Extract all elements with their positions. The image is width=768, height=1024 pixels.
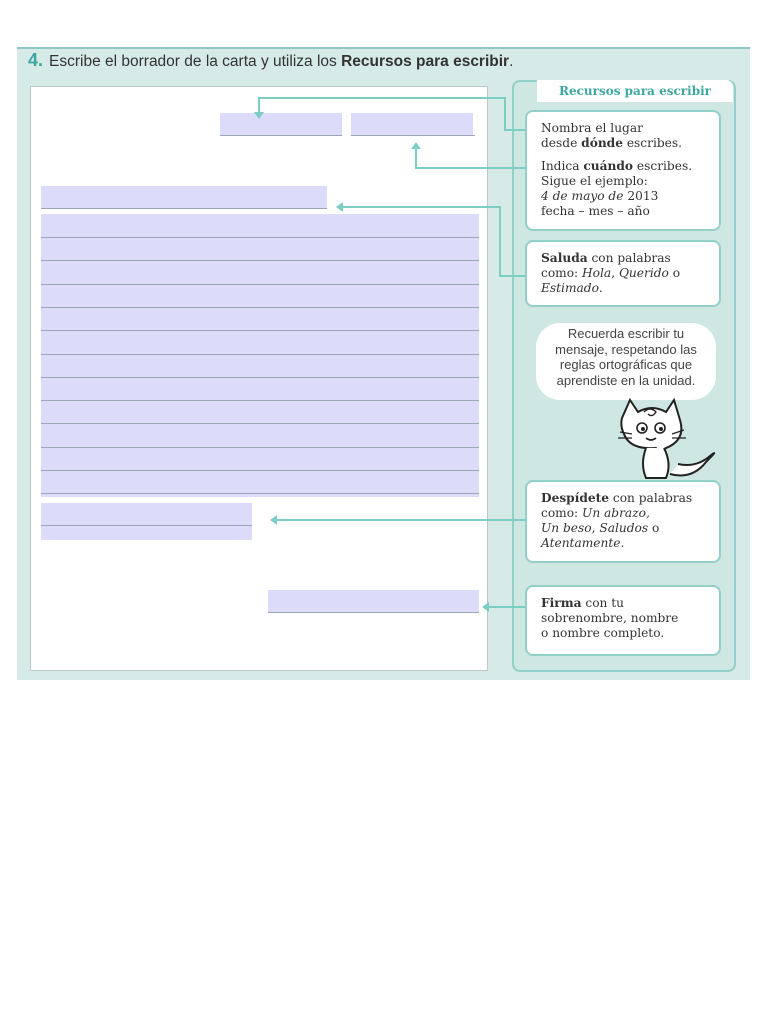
top-rule xyxy=(17,47,750,49)
instruction: 4. Escribe el borrador de la carta y util… xyxy=(28,50,513,71)
arrow-date xyxy=(415,148,525,169)
date-line-2: Sigue el ejemplo: xyxy=(541,174,648,188)
arrow-place xyxy=(258,97,525,131)
message-line xyxy=(41,423,479,425)
instruction-text: Escribe el borrador de la carta y utiliz… xyxy=(49,53,342,70)
farewell-line-1: Despídete con palabras xyxy=(541,491,693,505)
message-line xyxy=(41,283,479,285)
place-line-1: Nombra el lugar xyxy=(541,121,643,135)
greeting-line-1: Saluda con palabras xyxy=(541,251,671,265)
signature-line xyxy=(268,612,479,613)
signature-line-2: sobrenombre, nombre xyxy=(541,611,679,625)
place-field[interactable] xyxy=(220,113,342,135)
farewell-line-4: Atentamente. xyxy=(541,536,625,550)
greeting-field[interactable] xyxy=(41,186,327,208)
instruction-end: . xyxy=(509,53,514,70)
arrowhead-signature xyxy=(482,602,489,612)
arrowhead-farewell xyxy=(270,515,277,525)
arrowhead-place xyxy=(254,112,264,119)
message-line xyxy=(41,376,479,378)
signature-field[interactable] xyxy=(268,590,479,612)
signature-line-3: o nombre completo. xyxy=(541,626,665,640)
message-line xyxy=(41,330,479,332)
greeting-line-2: como: Hola, Querido o xyxy=(541,266,681,280)
farewell-line-2: como: Un abrazo, xyxy=(541,506,650,520)
greeting-card: Saluda con palabras como: Hola, Querido … xyxy=(525,240,721,307)
signature-line-1: Firma con tu xyxy=(541,596,625,610)
date-line-4: fecha – mes – año xyxy=(541,204,650,218)
farewell-line-3: Un beso, Saludos o xyxy=(541,521,660,535)
arrow-greeting xyxy=(342,206,525,277)
place-line-2: desde dónde escribes. xyxy=(541,136,683,150)
farewell-field[interactable] xyxy=(41,503,252,540)
farewell-card: Despídete con palabras como: Un abrazo, … xyxy=(525,480,721,563)
instruction-bold: Recursos para escribir xyxy=(341,53,510,70)
greeting-line xyxy=(41,208,327,209)
date-line-1: Indica cuándo escribes. xyxy=(541,159,693,173)
arrowhead-greeting xyxy=(336,202,343,212)
letter-draft-area xyxy=(30,86,488,671)
bubble-line-3: reglas ortográficas que xyxy=(559,357,693,372)
message-line xyxy=(41,400,479,402)
farewell-line xyxy=(41,525,252,526)
date-line-3: 4 de mayo de 2013 xyxy=(541,189,659,203)
message-line xyxy=(41,470,479,471)
cat-icon xyxy=(618,398,716,479)
instruction-number: 4. xyxy=(28,50,44,70)
bubble-line-2: mensaje, respetando las xyxy=(555,341,697,357)
date-line xyxy=(351,135,475,136)
bubble-line-4: aprendiste en la unidad. xyxy=(556,372,696,388)
place-line xyxy=(220,135,342,136)
message-line xyxy=(41,237,479,238)
message-line xyxy=(41,353,479,355)
signature-card: Firma con tu sobrenombre, nombre o nombr… xyxy=(525,585,721,656)
speech-bubble: Recuerda escribir tu mensaje, respetando… xyxy=(536,323,716,400)
resources-title: Recursos para escribir xyxy=(537,80,733,102)
message-line xyxy=(41,260,479,262)
message-line xyxy=(41,306,479,308)
date-field[interactable] xyxy=(351,113,473,135)
message-line xyxy=(41,446,479,448)
arrowhead-date xyxy=(411,142,421,149)
greeting-line-3: Estimado. xyxy=(541,281,603,295)
message-line xyxy=(41,493,479,495)
bubble-line-1: Recuerda escribir tu xyxy=(567,326,685,341)
place-date-card: Nombra el lugar desde dónde escribes. In… xyxy=(525,110,721,231)
